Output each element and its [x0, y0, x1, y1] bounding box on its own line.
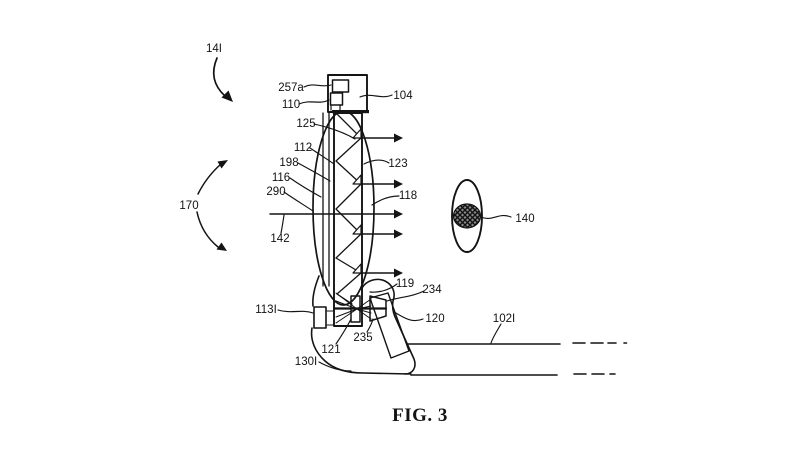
leader-119 — [369, 283, 398, 293]
projector-module — [327, 74, 369, 114]
ref-label-120: 120 — [425, 313, 444, 325]
eye — [451, 179, 483, 253]
ref-label-102I: 102I — [493, 313, 515, 325]
housing-outline — [310, 275, 412, 375]
arrowhead-icon — [394, 229, 403, 239]
ref-label-116: 116 — [272, 172, 290, 184]
gaze-arrows-170 — [196, 160, 228, 251]
arrowhead-icon — [394, 179, 403, 189]
ref-label-234: 234 — [422, 284, 442, 296]
outcoupler-triangle — [352, 174, 362, 185]
leader-lines — [277, 84, 512, 372]
ref-label-140: 140 — [515, 213, 534, 225]
arrowhead-icon — [216, 242, 227, 251]
handle-grip — [361, 278, 416, 375]
outcoupler-triangle — [352, 224, 362, 235]
optical-axis-arrow-142 — [269, 209, 403, 219]
emitter-110 — [329, 92, 344, 106]
figure-caption: FIG. 3 — [392, 405, 448, 426]
outcoupler-triangles — [352, 128, 362, 274]
ref-label-257a: 257a — [278, 82, 304, 94]
leader-113I — [277, 309, 314, 314]
leader-120 — [393, 311, 424, 322]
waveguide-column — [333, 112, 363, 327]
leader-130I — [318, 361, 352, 372]
leader-234 — [386, 290, 425, 302]
ref-label-112: 112 — [294, 142, 312, 154]
ref-label-198: 198 — [279, 157, 298, 169]
lens-trapezoid-234 — [369, 295, 387, 322]
relay-optics — [332, 292, 388, 324]
ref-label-118: 118 — [399, 190, 417, 202]
outcoupler-triangle — [352, 263, 362, 274]
arrowhead-icon — [217, 160, 228, 169]
ref-label-113I: 113I — [255, 304, 277, 316]
leader-104 — [359, 94, 393, 98]
leader-142 — [280, 214, 285, 234]
zigzag-lightpath — [335, 113, 362, 305]
assembly-pointer-14I — [212, 57, 233, 102]
ref-label-125: 125 — [296, 118, 315, 130]
leader-235 — [366, 318, 374, 333]
waveguide-strip — [322, 112, 330, 287]
leader-110 — [298, 99, 330, 105]
ref-label-235: 235 — [353, 332, 372, 344]
column-top-bar — [332, 110, 369, 114]
leader-121 — [335, 318, 352, 345]
ref-label-123: 123 — [388, 158, 407, 170]
arrowhead-icon — [221, 90, 233, 102]
leader-123 — [363, 159, 390, 165]
ref-labels: 14I 257a 110 104 125 112 198 116 290 170… — [179, 43, 534, 368]
eye-pupil — [452, 203, 482, 229]
arrowhead-icon — [394, 133, 403, 143]
arrowhead-icon — [394, 268, 403, 278]
control-button-113I — [313, 306, 327, 329]
leader-198 — [297, 162, 331, 182]
exit-light-arrows — [361, 133, 403, 278]
leader-290 — [283, 191, 314, 212]
grip-outer — [361, 278, 416, 375]
leader-102I — [490, 323, 502, 344]
ref-label-104: 104 — [393, 90, 413, 102]
ref-label-121: 121 — [321, 344, 340, 356]
outcoupler-triangle — [352, 128, 362, 139]
leader-257a — [303, 84, 332, 88]
ref-label-290: 290 — [266, 186, 285, 198]
leader-118 — [371, 195, 400, 206]
arrowhead-icon — [394, 209, 403, 219]
eye-outline — [451, 179, 483, 253]
ref-label-119: 119 — [396, 278, 414, 290]
temple-arm — [407, 342, 628, 376]
ref-label-170: 170 — [179, 200, 198, 212]
lens-ellipse — [312, 110, 375, 306]
ref-label-14I: 14I — [206, 43, 222, 55]
leader-125 — [313, 123, 356, 140]
leader-116 — [289, 177, 322, 198]
ref-label-142: 142 — [270, 233, 289, 245]
ref-label-110: 110 — [282, 99, 300, 111]
leader-140 — [480, 215, 512, 219]
emitter-257a — [331, 79, 350, 93]
leader-112 — [309, 147, 335, 165]
grip-inner — [369, 292, 410, 359]
ref-label-130I: 130I — [295, 356, 317, 368]
